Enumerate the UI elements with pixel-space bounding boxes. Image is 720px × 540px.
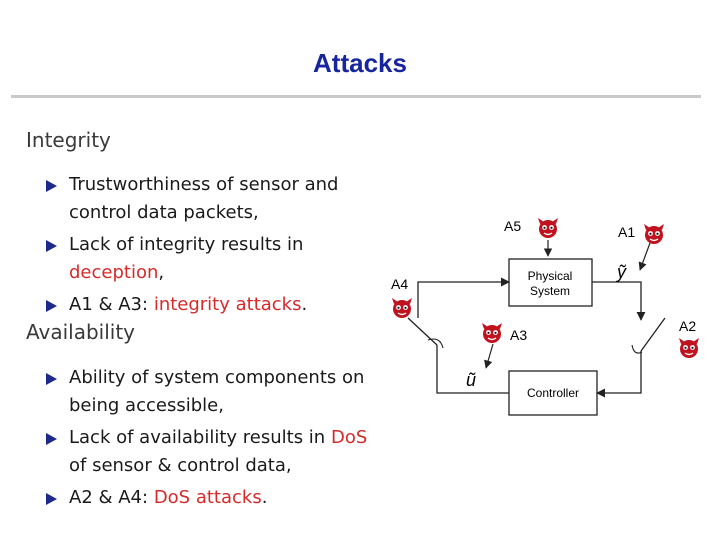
integrity-heading: Integrity xyxy=(26,128,111,152)
bullet-triangle-icon xyxy=(46,300,57,312)
controller-label: Controller xyxy=(527,386,579,400)
a5-label: A5 xyxy=(504,218,521,234)
sensor-to-controller-line xyxy=(596,351,642,398)
physical-system-block xyxy=(508,258,593,307)
list-item: Trustworthiness of sensor and control da… xyxy=(46,171,356,227)
list-item: A2 & A4: DoS attacks. xyxy=(46,484,376,512)
title-divider xyxy=(11,95,701,98)
bullet-triangle-icon xyxy=(46,240,57,252)
physical-system-label-1: Physical xyxy=(528,269,573,283)
devil-face-icon xyxy=(481,322,503,344)
physical-system-label-2: System xyxy=(530,284,570,298)
a4-label: A4 xyxy=(391,276,408,292)
y-tilde-label: ỹ xyxy=(615,262,627,282)
a3-arrow xyxy=(484,343,494,369)
slide-title: Attacks xyxy=(313,48,407,78)
a3-label: A3 xyxy=(510,327,527,343)
actuator-input-line xyxy=(417,277,510,318)
a1-arrow xyxy=(638,242,651,271)
bullet-triangle-icon xyxy=(46,493,57,505)
availability-list: Ability of system components on being ac… xyxy=(46,364,376,516)
devil-face-icon xyxy=(678,337,700,359)
integrity-list: Trustworthiness of sensor and control da… xyxy=(46,171,356,323)
sensor-switch xyxy=(640,317,666,352)
control-loop-diagram: Physical System Controller A5 A1 A4 A3 A… xyxy=(391,217,700,416)
devil-face-icon xyxy=(537,217,559,239)
list-item: Lack of availability results in DoS of s… xyxy=(46,424,376,480)
a2-label: A2 xyxy=(679,318,696,334)
devil-face-icon xyxy=(643,223,665,245)
actuator-switch xyxy=(407,317,438,346)
bullet-triangle-icon xyxy=(46,180,57,192)
u-tilde-label: ũ xyxy=(466,370,476,390)
list-item: A1 & A3: integrity attacks. xyxy=(46,291,356,319)
list-item: Lack of integrity results in deception, xyxy=(46,231,356,287)
bullet-triangle-icon xyxy=(46,373,57,385)
sensor-output-line xyxy=(592,281,646,321)
list-item: Ability of system components on being ac… xyxy=(46,364,376,420)
bullet-triangle-icon xyxy=(46,433,57,445)
availability-heading: Availability xyxy=(26,320,136,344)
controller-block xyxy=(508,370,598,416)
sensor-switch-arc xyxy=(631,344,643,354)
actuator-switch-arc xyxy=(427,338,444,349)
a1-label: A1 xyxy=(618,224,635,240)
controller-output-line xyxy=(436,345,509,394)
devil-face-icon xyxy=(391,297,413,319)
